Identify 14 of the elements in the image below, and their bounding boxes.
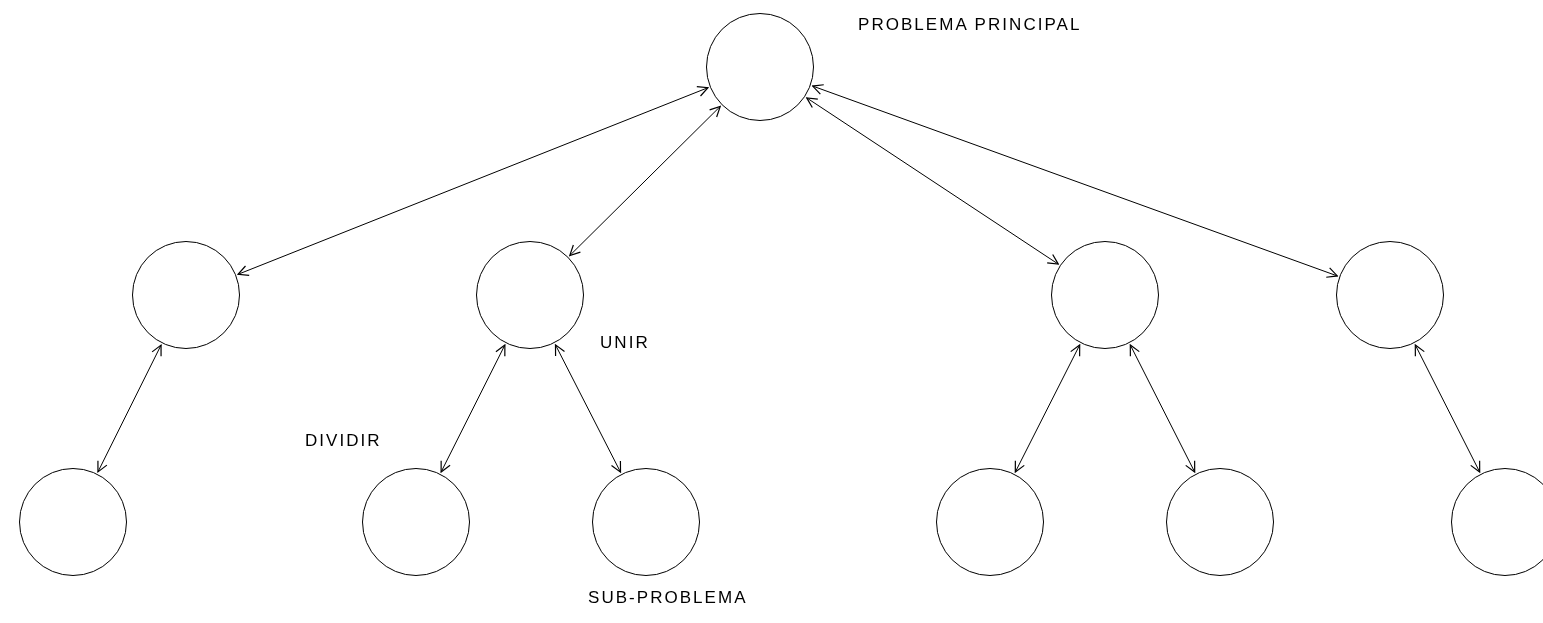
double-arrow bbox=[1129, 344, 1196, 473]
double-arrow bbox=[237, 86, 709, 276]
double-arrow bbox=[806, 97, 1059, 265]
diagram-label: UNIR bbox=[600, 332, 650, 354]
double-arrow bbox=[440, 344, 506, 473]
diagram-label: DIVIDIR bbox=[305, 430, 382, 452]
diagram-label: SUB-PROBLEMA bbox=[588, 587, 748, 609]
double-arrow bbox=[1014, 344, 1081, 473]
double-arrow bbox=[812, 84, 1338, 278]
double-arrow bbox=[1414, 344, 1481, 473]
double-arrow bbox=[569, 105, 721, 257]
node-caption: PROBLEMA PRINCIPAL bbox=[858, 14, 1082, 36]
double-arrow bbox=[97, 344, 162, 473]
double-arrow bbox=[554, 344, 622, 473]
